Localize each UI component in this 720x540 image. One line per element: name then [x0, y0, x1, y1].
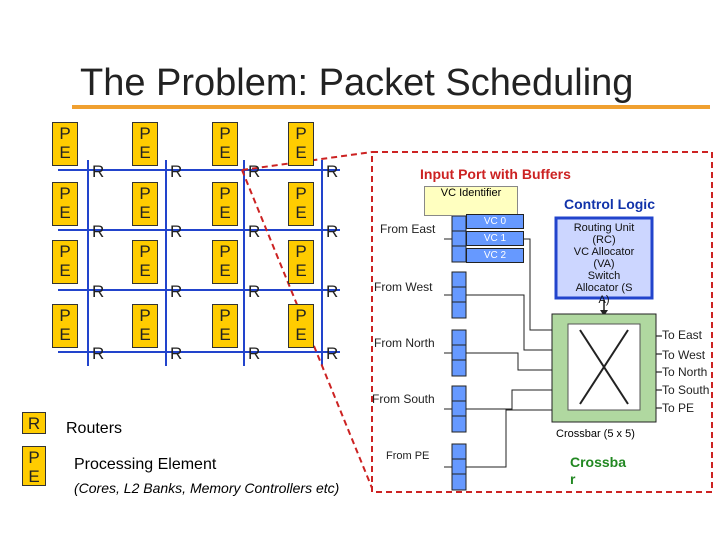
- router: R: [170, 344, 183, 363]
- input-buffer: [444, 215, 467, 263]
- output-to-south: To South: [662, 383, 710, 397]
- crossbar-caption: Crossba r: [570, 454, 627, 487]
- router: R: [248, 222, 261, 241]
- input-buffer: [444, 443, 467, 491]
- vc-0: VC 0: [466, 214, 524, 229]
- router: R: [170, 282, 183, 301]
- control-logic-items: Routing Unit (RC) VC Allocator (VA) Swit…: [573, 222, 635, 306]
- input-from-pe: From PE: [386, 450, 430, 462]
- input-buffer: [444, 385, 467, 433]
- router: R: [326, 344, 339, 363]
- legend-router-text: Routers: [66, 420, 123, 437]
- router: R: [92, 282, 105, 301]
- output-to-west: To West: [662, 348, 706, 362]
- router: R: [248, 282, 261, 301]
- router-detail-outline: [371, 151, 713, 493]
- input-buffer: [444, 271, 467, 319]
- input-port-title: Input Port with Buffers: [420, 166, 571, 182]
- input-buffers: [444, 215, 467, 491]
- crossbar-wire: [466, 352, 552, 371]
- output-to-north: To North: [662, 365, 708, 379]
- legend-router-symbol: R: [22, 412, 46, 434]
- vc-2: VC 2: [466, 248, 524, 263]
- router: R: [170, 162, 183, 181]
- page-title: The Problem: Packet Scheduling: [80, 62, 634, 104]
- legend-pe-text: Processing Element: [74, 456, 217, 473]
- title-underline: [72, 105, 710, 109]
- vc-identifier-box: VC Identifier: [424, 186, 518, 216]
- router: R: [92, 162, 105, 181]
- router: R: [92, 344, 105, 363]
- router: R: [170, 222, 183, 241]
- crossbar-label: Crossbar (5 x 5): [556, 428, 635, 440]
- control-logic-box: [554, 216, 654, 300]
- router: R: [92, 222, 105, 241]
- crossbar-wire: [466, 294, 552, 351]
- output-to-pe: To PE: [662, 401, 695, 415]
- router: R: [248, 162, 261, 181]
- router: R: [326, 162, 339, 181]
- input-from-east: From East: [380, 222, 436, 236]
- mesh-links: [58, 160, 340, 366]
- output-to-east: To East: [662, 328, 703, 342]
- control-logic-title: Control Logic: [564, 196, 655, 212]
- legend-pe-symbol: P E: [22, 446, 46, 486]
- input-buffer: [444, 329, 467, 377]
- vc-1: VC 1: [466, 231, 524, 246]
- input-from-north: From North: [374, 336, 435, 350]
- router: R: [248, 344, 261, 363]
- input-from-south: From South: [372, 392, 435, 406]
- input-from-west: From West: [374, 280, 433, 294]
- legend-pe-subtext: (Cores, L2 Banks, Memory Controllers etc…: [74, 480, 340, 496]
- router: R: [326, 282, 339, 301]
- crossbar-wire: [466, 389, 552, 410]
- crossbar-wire: [466, 409, 552, 468]
- router: R: [326, 222, 339, 241]
